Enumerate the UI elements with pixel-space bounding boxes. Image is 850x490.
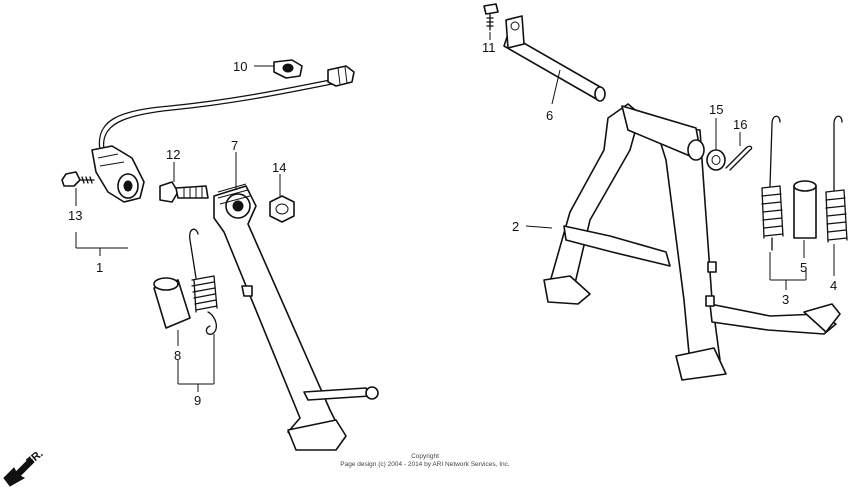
bolt-12 [159, 181, 209, 203]
callout-11: 11 [482, 40, 496, 55]
sleeve-8 [153, 277, 191, 329]
callout-1: 1 [96, 260, 103, 275]
side-stand-switch [91, 65, 355, 203]
spring-3 [761, 115, 784, 251]
copyright-title: Copyright [411, 453, 439, 460]
callout-6: 6 [546, 108, 553, 123]
side-stand [213, 183, 379, 451]
callout-7: 7 [231, 138, 238, 153]
callout-12: 12 [166, 147, 180, 162]
callout-16: 16 [733, 117, 747, 132]
copyright-notice: Page design (c) 2004 - 2014 by ARI Netwo… [340, 461, 510, 468]
bolt-11 [483, 3, 499, 31]
callout-9: 9 [194, 393, 201, 408]
nut-14 [269, 195, 295, 223]
spring-4 [825, 115, 848, 243]
callout-4: 4 [830, 278, 837, 293]
front-direction-arrow-icon [3, 457, 35, 487]
callout-5: 5 [800, 260, 807, 275]
callout-15: 15 [709, 102, 723, 117]
sleeve-5 [793, 180, 817, 239]
callout-13: 13 [68, 208, 82, 223]
callout-2: 2 [512, 219, 519, 234]
callout-14: 14 [272, 160, 286, 175]
clamp-10 [273, 59, 303, 79]
callout-3: 3 [782, 292, 789, 307]
cotter-pin-16 [725, 145, 753, 171]
spring-9 [189, 228, 218, 335]
main-stand [543, 103, 841, 381]
callout-10: 10 [233, 59, 247, 74]
leader-lines [75, 32, 835, 392]
shaft-6 [503, 15, 606, 102]
callout-8: 8 [174, 348, 181, 363]
bolt-13 [61, 171, 95, 187]
washer-15 [706, 149, 726, 171]
